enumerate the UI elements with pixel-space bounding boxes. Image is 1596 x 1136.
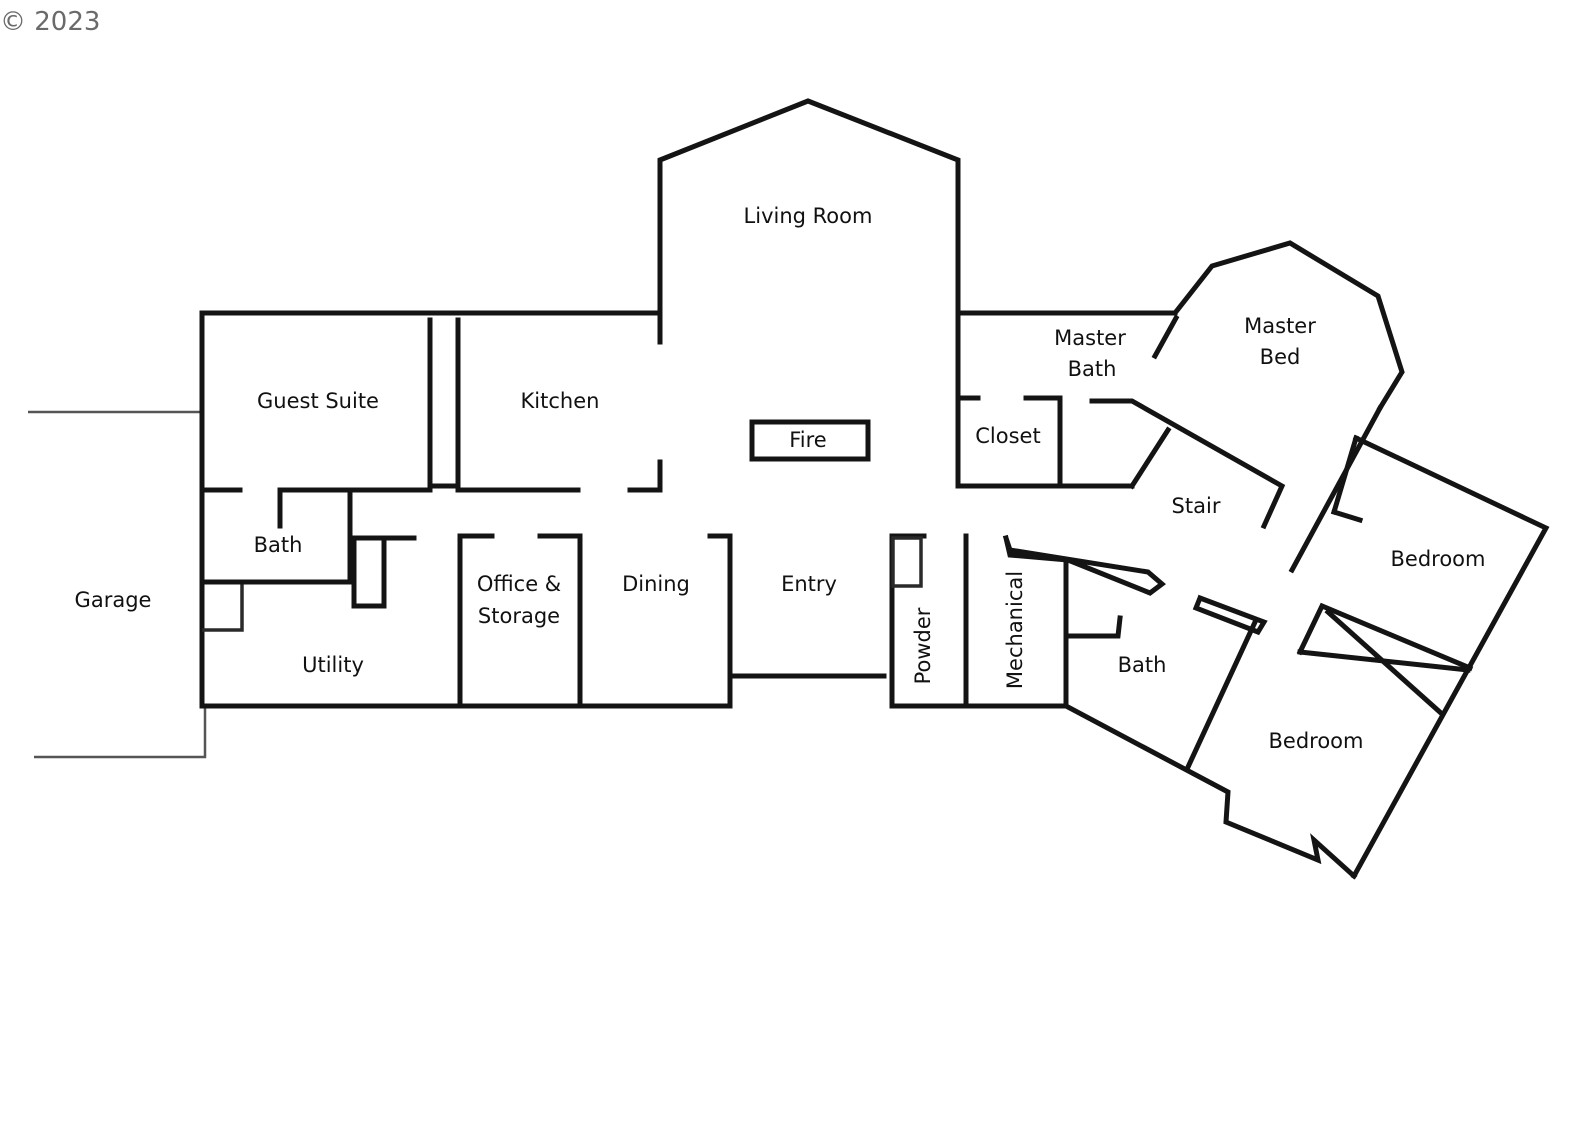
label-stair: Stair	[1172, 494, 1221, 518]
copyright-text: © 2023	[0, 7, 100, 37]
fireplace	[749, 419, 871, 462]
label-bath-east: Bath	[1118, 653, 1167, 677]
east-wing-walls	[1002, 240, 1550, 880]
label-master-bed-2: Bed	[1260, 345, 1301, 369]
label-bath-west: Bath	[254, 533, 303, 557]
living-room-walls	[657, 98, 1178, 489]
label-dining: Dining	[622, 572, 690, 596]
garage-walls	[28, 410, 207, 759]
label-living-room: Living Room	[744, 204, 873, 228]
label-closet: Closet	[975, 424, 1040, 448]
label-master-bath-2: Bath	[1068, 357, 1117, 381]
center-core-walls	[889, 395, 1135, 709]
label-bedroom-east: Bedroom	[1391, 547, 1486, 571]
label-kitchen: Kitchen	[521, 389, 600, 413]
label-office-2: Storage	[478, 604, 560, 628]
label-mechanical: Mechanical	[1003, 571, 1027, 689]
label-master-bath-1: Master	[1054, 326, 1126, 350]
room-labels: Living Room Master Bath Master Bed Guest…	[75, 204, 1486, 753]
west-wing-walls	[199, 310, 887, 709]
label-bedroom-south: Bedroom	[1269, 729, 1364, 753]
label-guest-suite: Guest Suite	[257, 389, 379, 413]
label-garage: Garage	[75, 588, 152, 612]
label-fire: Fire	[789, 428, 826, 452]
label-entry: Entry	[781, 572, 837, 596]
label-office-1: Office &	[477, 572, 561, 596]
label-powder: Powder	[911, 607, 935, 684]
label-utility: Utility	[302, 653, 364, 677]
label-master-bed-1: Master	[1244, 314, 1316, 338]
